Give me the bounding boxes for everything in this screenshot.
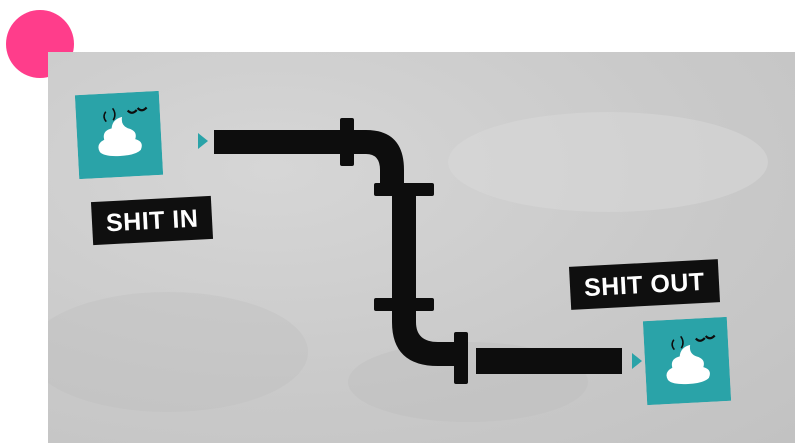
- pipe-top-horizontal: [214, 130, 340, 154]
- output-arrow: [632, 353, 642, 369]
- pipe-coupling-lower: [374, 298, 434, 311]
- pipe-bend-bottom: [392, 311, 454, 366]
- pipe-coupling-bottom: [454, 332, 468, 384]
- input-arrow: [198, 133, 208, 149]
- pipe-coupling-top: [340, 118, 354, 166]
- pipe-vertical: [392, 196, 416, 298]
- pipe-bottom-horizontal: [476, 348, 622, 374]
- diagram-panel: SHIT IN SHIT OUT: [48, 52, 795, 443]
- pipe-coupling-upper: [374, 183, 434, 196]
- pipe-bend-top: [354, 130, 404, 184]
- poop-icon: [75, 91, 163, 179]
- output-label: SHIT OUT: [569, 259, 720, 310]
- input-label: SHIT IN: [91, 196, 213, 245]
- poop-icon: [643, 317, 731, 405]
